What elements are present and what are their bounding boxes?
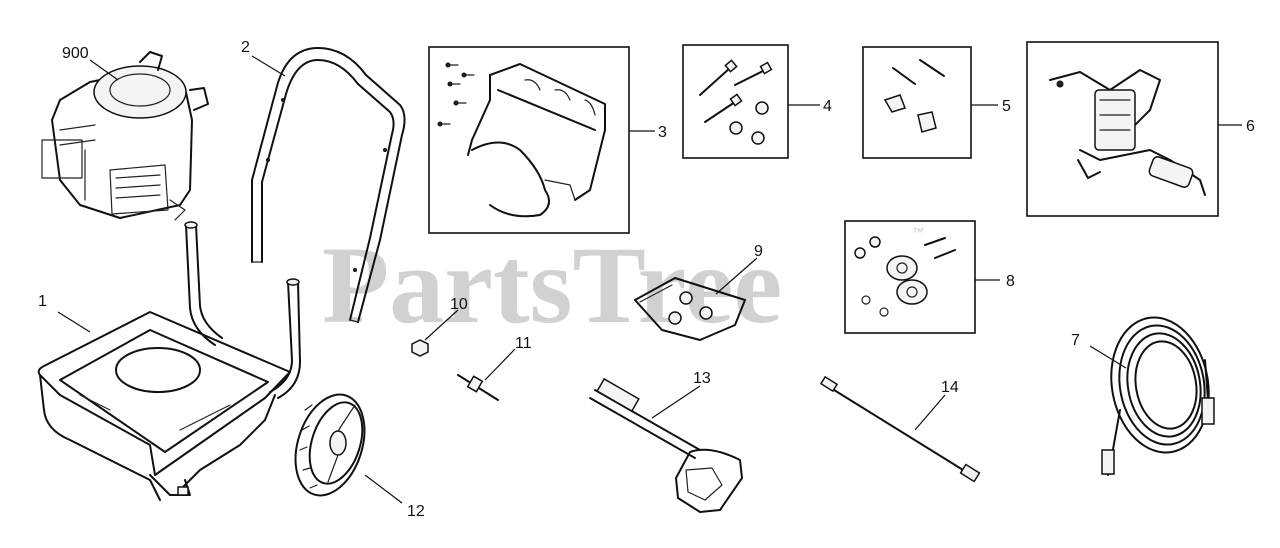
part-label-14[interactable]: 14	[941, 379, 959, 396]
leader-2	[251, 55, 286, 77]
hardware-bag-illustration[interactable]	[634, 277, 746, 341]
part-label-4[interactable]: 4	[823, 98, 832, 115]
part-box-8	[844, 220, 976, 334]
clip-kit-illustration[interactable]	[883, 59, 945, 133]
pump-illustration[interactable]	[1049, 69, 1206, 196]
axle-bolt-illustration[interactable]	[457, 374, 499, 401]
part-label-1[interactable]: 1	[38, 293, 47, 310]
bracket-screws	[437, 62, 475, 127]
part-box-6	[1026, 41, 1219, 217]
wand-illustration[interactable]	[819, 375, 981, 483]
part-label-3[interactable]: 3	[658, 124, 667, 141]
part-box-3	[428, 46, 630, 234]
engine-illustration[interactable]	[41, 51, 209, 221]
leader-9	[715, 257, 758, 295]
part-label-5[interactable]: 5	[1002, 98, 1011, 115]
part-label-2[interactable]: 2	[241, 39, 250, 56]
part-label-8[interactable]: 8	[1006, 273, 1015, 290]
leader-14	[914, 394, 946, 431]
leader-12	[364, 474, 403, 504]
watermark: PartsTree ™	[322, 224, 924, 346]
wheel-hardware-illustration[interactable]	[854, 236, 956, 317]
part-label-13[interactable]: 13	[693, 370, 711, 387]
part-label-10[interactable]: 10	[450, 296, 468, 313]
handle-illustration[interactable]	[251, 47, 406, 323]
watermark-trademark: ™	[912, 225, 924, 239]
part-box-4	[682, 44, 789, 159]
leader-11	[484, 348, 516, 381]
leader-10	[424, 309, 459, 341]
leader-13	[651, 385, 701, 419]
part-label-900[interactable]: 900	[62, 45, 89, 62]
leader-900	[89, 59, 119, 81]
part-label-11[interactable]: 11	[515, 335, 532, 352]
bolt-kit-illustration[interactable]	[699, 59, 773, 145]
wheel-illustration[interactable]	[283, 386, 376, 505]
part-box-5	[862, 46, 972, 159]
part-label-9[interactable]: 9	[754, 243, 763, 260]
nut-illustration[interactable]	[411, 339, 429, 357]
bracket-illustration[interactable]	[437, 62, 606, 218]
watermark-text: PartsTree	[322, 224, 782, 346]
leader-7	[1089, 345, 1127, 369]
spray-gun-illustration[interactable]	[589, 377, 743, 513]
part-label-7[interactable]: 7	[1071, 332, 1080, 349]
leader-1	[57, 311, 91, 333]
frame-illustration[interactable]	[37, 221, 301, 501]
part-label-6[interactable]: 6	[1246, 118, 1255, 135]
part-label-12[interactable]: 12	[407, 503, 425, 520]
hose-illustration[interactable]	[1101, 310, 1219, 476]
